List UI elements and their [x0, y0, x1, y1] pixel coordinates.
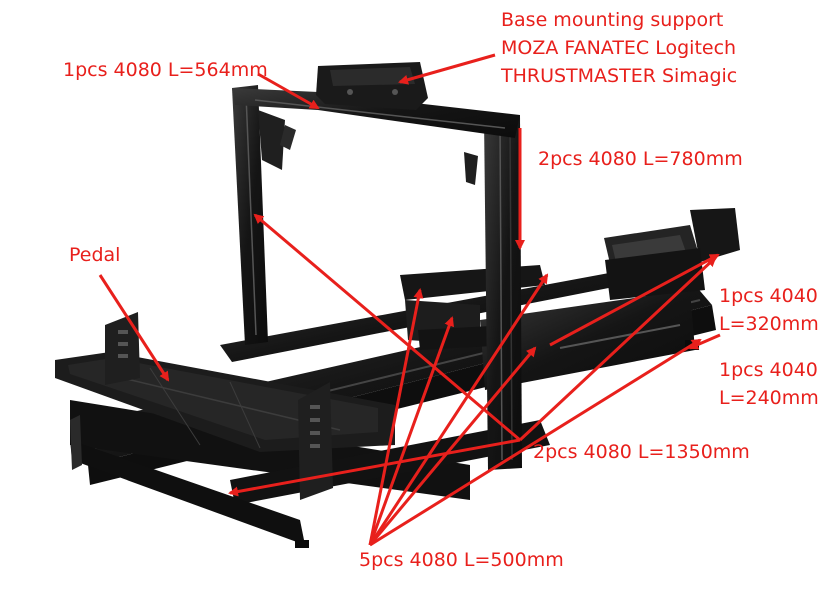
arrow-4040-320 [549, 253, 720, 347]
label-4040-320-line1: 1pcs 4040 [719, 285, 818, 307]
label-pedal: Pedal [69, 244, 121, 266]
annotation-arrows [98, 53, 721, 547]
label-uprights: 2pcs 4080 L=780mm [538, 148, 743, 170]
arrow-500-d [368, 346, 537, 546]
arrow-uprights-left [253, 213, 521, 442]
sim-rig-frame [55, 62, 740, 548]
label-4040-240-line1: 1pcs 4040 [719, 359, 818, 381]
label-4040-240: 1pcs 4040 L=240mm [719, 356, 819, 412]
pedal-bracket-right [298, 382, 333, 500]
arrow-500-b [368, 316, 454, 546]
rail-right-lower [480, 290, 695, 390]
pedal-bracket-left [105, 312, 140, 385]
upright-right [484, 115, 522, 470]
label-base-mount: Base mounting support MOZA FANATEC Logit… [501, 6, 737, 90]
label-4040-240-line2: L=240mm [719, 387, 819, 409]
label-top-bar: 1pcs 4080 L=564mm [63, 59, 268, 81]
arrow-500-c [368, 273, 549, 546]
arrow-rails-1350-b [228, 438, 521, 497]
label-rails: 2pcs 4080 L=1350mm [533, 441, 750, 463]
arrow-pedal [98, 274, 170, 382]
arrow-rails-1350-a [518, 256, 717, 442]
label-short-bars: 5pcs 4080 L=500mm [359, 549, 564, 571]
upright-left [232, 85, 268, 345]
arrow-top-bar [257, 72, 320, 110]
arrow-base-mount [398, 53, 496, 85]
arrow-500-a [368, 288, 424, 546]
label-4040-320-line2: L=320mm [719, 313, 819, 335]
label-base-mount-line1: Base mounting support [501, 9, 724, 31]
label-base-mount-line2: MOZA FANATEC Logitech [501, 37, 737, 59]
arrow-500-e [369, 338, 702, 547]
label-base-mount-line3: THRUSTMASTER Simagic [501, 65, 738, 87]
label-4040-320: 1pcs 4040 L=320mm [719, 282, 819, 338]
